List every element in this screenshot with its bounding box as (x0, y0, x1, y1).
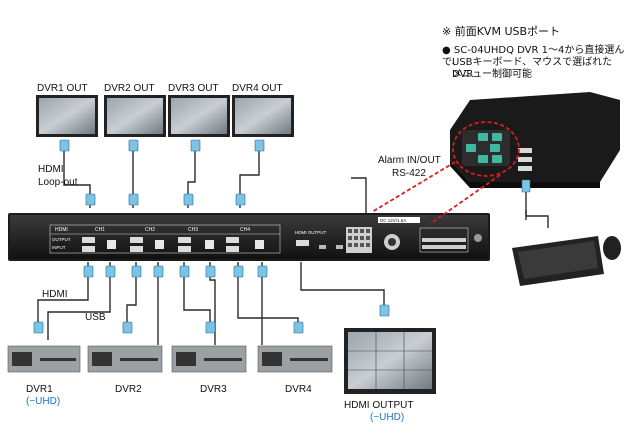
usb-label: USB (85, 312, 106, 323)
callout-circle (371, 121, 520, 225)
dvr1-sub: (~UHD) (26, 396, 60, 407)
rs422-label: RS-422 (392, 168, 426, 179)
monitor-dvr2-out: DVR2 OUT (104, 83, 166, 137)
main-device: HDMI OUTPUT INPUT CH1 CH2 CH3 CH4 HDMI O… (8, 213, 490, 261)
hdmi-input-label: HDMI (42, 289, 68, 300)
hdmi-output-sub: (~UHD) (370, 412, 404, 423)
dev-dc: DC 12V/1.5A (380, 218, 406, 223)
monitor-dvr1-out: DVR1 OUT (36, 83, 98, 137)
dev-input: INPUT (52, 245, 66, 250)
kvm-note-line-3: メニュー制御可能 (452, 69, 532, 80)
hdmi-loop-label: HDMI (38, 164, 64, 175)
keyboard-mouse (512, 236, 621, 286)
kvm-note-line-1: ● SC-04UHDQ DVR 1〜4から直接選んで、 (442, 45, 625, 68)
dvr-boxes (7, 345, 333, 373)
hdmi-connectors-top (59, 139, 265, 206)
monitor-label-3: DVR3 OUT (168, 83, 219, 94)
monitor-label-2: DVR2 OUT (104, 83, 155, 94)
front-kvm-photo (450, 92, 620, 188)
cables-top (63, 140, 367, 216)
hdmi-output-monitor (344, 328, 436, 394)
monitor-label-4: DVR4 OUT (232, 83, 283, 94)
loop-out-label: Loop-out (38, 177, 78, 188)
dvr3-name: DVR3 (200, 384, 227, 395)
hdmi-connectors-bottom (33, 265, 390, 334)
monitor-dvr3-out: DVR3 OUT (168, 83, 230, 137)
dev-ch4: CH4 (240, 227, 250, 233)
kvm-note-line-2: USBキーボード、マウスで選ばれたDVR (452, 57, 613, 80)
dev-output: OUTPUT (52, 237, 71, 242)
dev-hdmi: HDMI (55, 227, 68, 233)
dev-hdmi-output: HDMI OUTPUT (295, 230, 326, 235)
dvr4-name: DVR4 (285, 384, 312, 395)
usb-plug-icon (521, 179, 531, 193)
hdmi-output-name: HDMI OUTPUT (344, 400, 413, 411)
kvm-note-title: ※ 前面KVM USBポート (442, 25, 561, 38)
kvm-note-text-1: SC-04UHDQ DVR 1〜4から直接選んで、 (442, 45, 625, 68)
dev-ch3: CH3 (188, 227, 198, 233)
monitor-dvr4-out: DVR4 OUT (232, 83, 294, 137)
dvr2-name: DVR2 (115, 384, 142, 395)
alarm-label: Alarm IN/OUT (378, 155, 441, 166)
dev-ch2: CH2 (145, 227, 155, 233)
dvr1-name: DVR1 (26, 384, 53, 395)
usb-cable-kvm (525, 188, 549, 228)
dev-ch1: CH1 (95, 227, 105, 233)
monitor-label-1: DVR1 OUT (37, 83, 88, 94)
